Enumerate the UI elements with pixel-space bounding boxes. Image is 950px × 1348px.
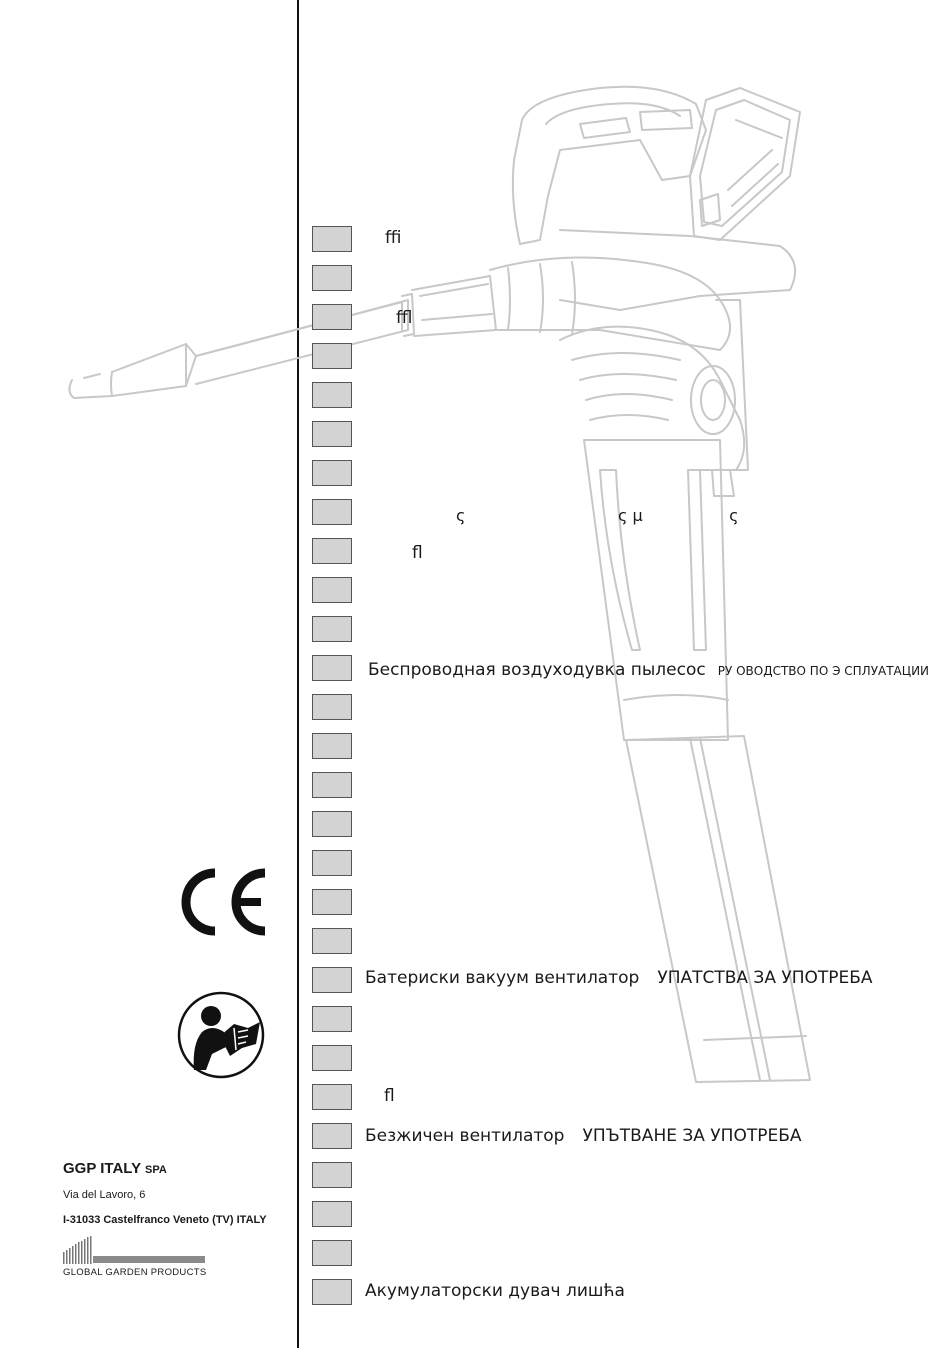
language-box-26 bbox=[312, 1201, 352, 1227]
language-box-3 bbox=[312, 304, 352, 330]
language-label-9: ﬂ bbox=[412, 543, 423, 563]
language-subtitle-20: УПАТСТВА ЗА УПОТРЕБА bbox=[657, 968, 873, 988]
language-box-7 bbox=[312, 460, 352, 486]
language-subtitle-12: РУ ОВОДСТВО ПО Э СПЛУАТАЦИИ bbox=[717, 664, 930, 678]
language-box-19 bbox=[312, 928, 352, 954]
company-name-suffix: SPA bbox=[144, 1164, 167, 1176]
language-label-20: Батериски вакуум вентилатор УПАТСТВА ЗА У… bbox=[365, 968, 873, 988]
language-label-23: ﬂ bbox=[384, 1086, 395, 1106]
language-box-21 bbox=[312, 1006, 352, 1032]
language-box-10 bbox=[312, 577, 352, 603]
company-name: GGP ITALY SPA bbox=[63, 1160, 167, 1177]
company-name-text: GGP ITALY bbox=[63, 1160, 141, 1177]
language-label-8: ς ς μ ς bbox=[456, 506, 739, 525]
language-title-20: Батериски вакуум вентилатор bbox=[365, 968, 640, 988]
company-address: Via del Lavoro, 6 bbox=[63, 1189, 146, 1201]
read-manual-icon bbox=[177, 991, 265, 1079]
language-box-12 bbox=[312, 655, 352, 681]
ce-mark-icon bbox=[181, 868, 266, 936]
language-box-6 bbox=[312, 421, 352, 447]
language-label-28: Акумулаторски дувач лишћа bbox=[365, 1281, 625, 1301]
language-subtitle-24: УПЪТВАНЕ ЗА УПОТРЕБА bbox=[582, 1126, 802, 1146]
language-box-8 bbox=[312, 499, 352, 525]
language-box-1 bbox=[312, 226, 352, 252]
language-box-20 bbox=[312, 967, 352, 993]
language-label-12: Беспроводная воздуходувка пылесос РУ ОВОД… bbox=[368, 660, 929, 681]
vertical-divider-line bbox=[297, 0, 299, 1348]
language-box-24 bbox=[312, 1123, 352, 1149]
language-box-23 bbox=[312, 1084, 352, 1110]
language-box-16 bbox=[312, 811, 352, 837]
language-box-25 bbox=[312, 1162, 352, 1188]
ggp-logo-icon bbox=[63, 1236, 205, 1264]
language-box-13 bbox=[312, 694, 352, 720]
language-box-11 bbox=[312, 616, 352, 642]
language-box-22 bbox=[312, 1045, 352, 1071]
language-label-24: Безжичен вентилатор УПЪТВАНЕ ЗА УПОТРЕБА bbox=[365, 1126, 802, 1146]
language-box-4 bbox=[312, 343, 352, 369]
language-box-5 bbox=[312, 382, 352, 408]
language-box-9 bbox=[312, 538, 352, 564]
language-label-3: ﬄ bbox=[396, 308, 413, 328]
language-box-2 bbox=[312, 265, 352, 291]
language-title-24: Безжичен вентилатор bbox=[365, 1126, 565, 1146]
language-box-27 bbox=[312, 1240, 352, 1266]
company-city: I-31033 Castelfranco Veneto (TV) ITALY bbox=[63, 1214, 267, 1226]
language-box-18 bbox=[312, 889, 352, 915]
language-box-28 bbox=[312, 1279, 352, 1305]
ggp-logo-text: GLOBAL GARDEN PRODUCTS bbox=[63, 1267, 207, 1278]
language-box-15 bbox=[312, 772, 352, 798]
language-box-14 bbox=[312, 733, 352, 759]
language-box-17 bbox=[312, 850, 352, 876]
language-label-1: ﬃ bbox=[385, 228, 402, 248]
language-title-12: Беспроводная воздуходувка пылесос bbox=[368, 660, 706, 680]
